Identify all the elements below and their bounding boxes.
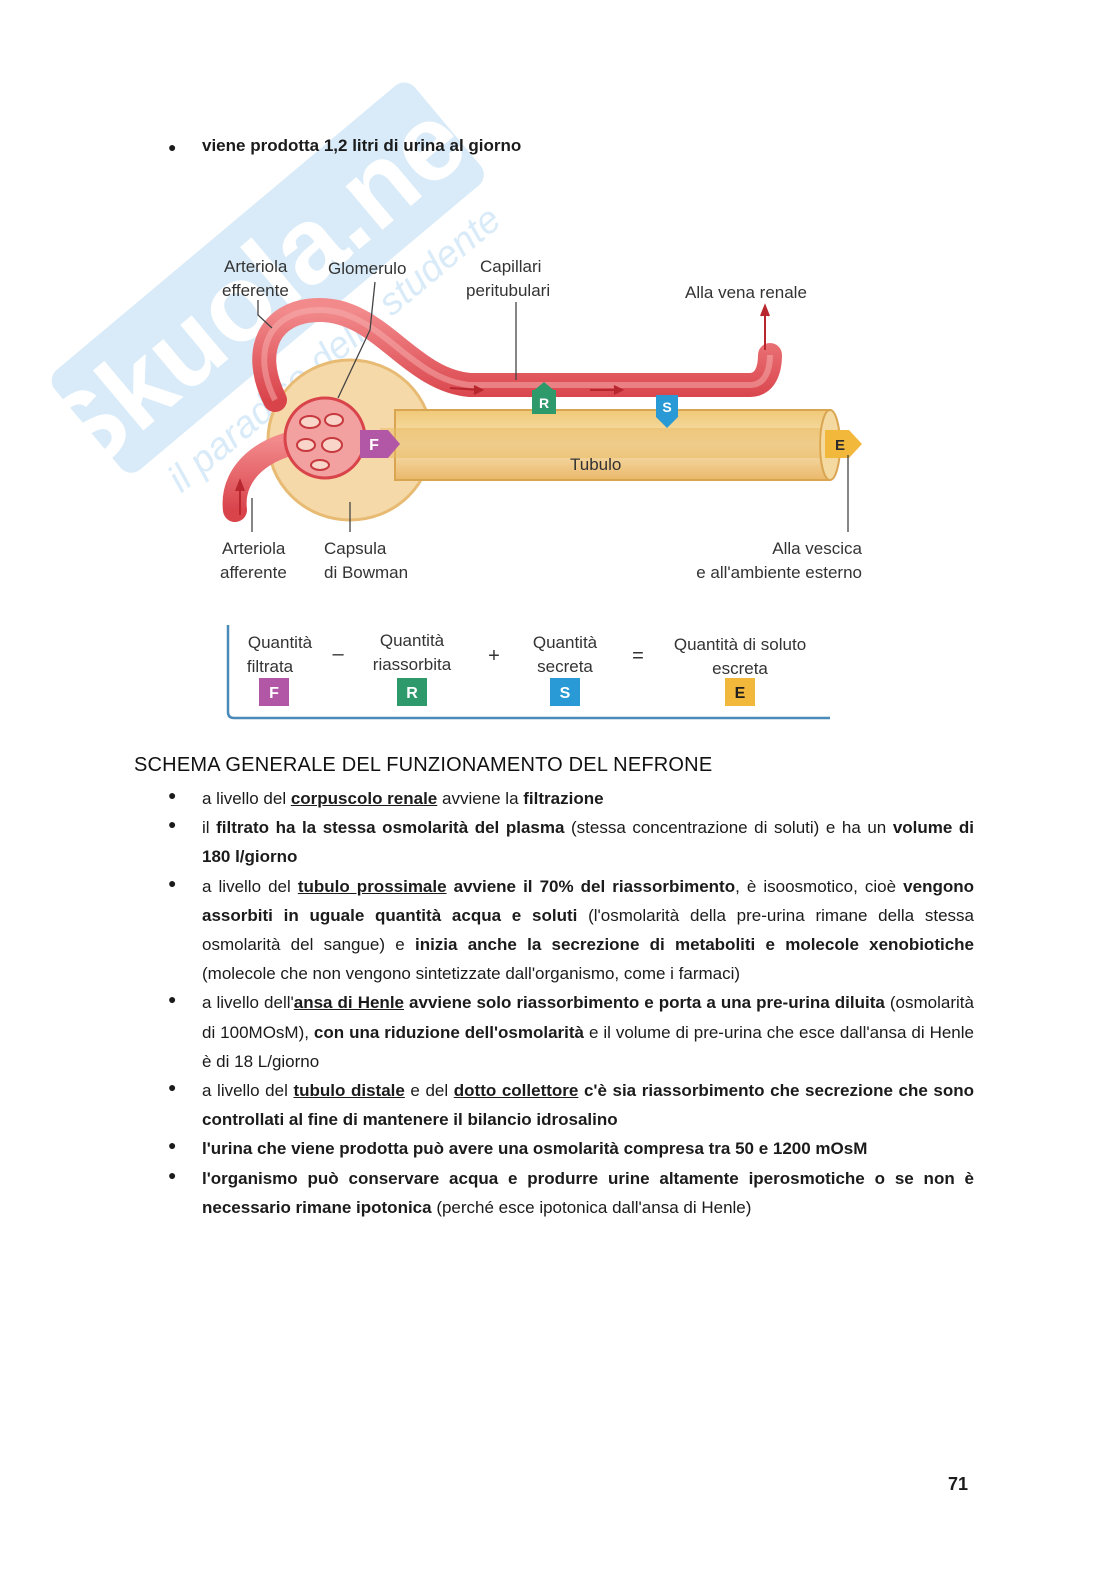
label-vescica-2: e all'ambiente esterno (696, 563, 862, 582)
section-title: SCHEMA GENERALE DEL FUNZIONAMENTO DEL NE… (134, 754, 713, 776)
svg-text:E: E (835, 437, 845, 454)
eq-secreta-1: Quantità (533, 633, 598, 652)
label-arteriola-afferente-2: afferente (220, 563, 287, 582)
eq-escreta-1: Quantità di soluto (674, 635, 806, 654)
svg-text:F: F (269, 685, 279, 702)
label-glomerulo: Glomerulo (328, 259, 406, 278)
label-capillari-2: peritubulari (466, 281, 550, 300)
list-item: ● a livello del corpuscolo renale avvien… (168, 784, 974, 813)
eq-equals: = (632, 645, 644, 667)
label-arteriola-efferente-1: Arteriola (224, 257, 288, 276)
eq-secreta-2: secreta (537, 657, 593, 676)
eq-filtrata-2: filtrata (247, 657, 294, 676)
bullet-dot: ● (168, 816, 177, 833)
list-item: ● a livello del tubulo prossimale avvien… (168, 872, 974, 989)
label-arteriola-afferente-1: Arteriola (222, 539, 286, 558)
eq-escreta-2: escreta (712, 659, 768, 678)
flow-arrows (235, 303, 770, 515)
label-capsula-2: di Bowman (324, 563, 408, 582)
svg-text:R: R (539, 395, 549, 411)
eq-minus: – (332, 643, 344, 665)
eq-badge-r: R (397, 678, 427, 706)
bullet-dot: ● (168, 1166, 177, 1183)
badge-s: S (656, 395, 678, 428)
list-item: ● a livello del tubulo distale e del dot… (168, 1076, 974, 1134)
glomerulus (283, 396, 367, 480)
nephron-bullet-list: ● a livello del corpuscolo renale avvien… (168, 784, 974, 1222)
eq-riassorbita-2: riassorbita (373, 655, 452, 674)
badge-e: E (825, 430, 862, 458)
label-capsula-1: Capsula (324, 539, 387, 558)
list-item: ● l'urina che viene prodotta può avere u… (168, 1134, 974, 1163)
label-capillari-1: Capillari (480, 257, 541, 276)
nephron-diagram: F R S E Arteriola efferente Glomerulo Ca… (220, 257, 863, 720)
eq-badge-e: E (725, 678, 755, 706)
svg-text:S: S (560, 685, 571, 702)
svg-text:S: S (662, 399, 671, 415)
intro-bullet-text: viene prodotta 1,2 litri di urina al gio… (202, 136, 522, 155)
efferent-vessel (252, 297, 782, 412)
label-vena-renale: Alla vena renale (685, 283, 807, 302)
leader-lines (251, 281, 849, 532)
page-number: 71 (948, 1474, 969, 1494)
bullet-dot: ● (168, 991, 177, 1008)
label-tubulo: Tubulo (570, 455, 621, 474)
badge-f: F (360, 430, 400, 458)
svg-text:F: F (369, 437, 379, 454)
bullet-dot: ● (168, 787, 177, 803)
label-vescica-1: Alla vescica (772, 539, 862, 558)
svg-text:R: R (406, 685, 418, 702)
list-item: ● il filtrato ha la stessa osmolarità de… (168, 813, 974, 871)
list-item: ● l'organismo può conservare acqua e pro… (168, 1164, 974, 1222)
eq-filtrata-1: Quantità (248, 633, 313, 652)
intro-bullet: ● viene prodotta 1,2 litri di urina al g… (168, 136, 521, 158)
eq-riassorbita-1: Quantità (380, 631, 445, 650)
list-item: ● a livello dell'ansa di Henle avviene s… (168, 988, 974, 1076)
bullet-dot: ● (168, 1137, 177, 1154)
bullet-dot: ● (168, 139, 177, 155)
eq-badge-s: S (550, 678, 580, 706)
svg-text:E: E (735, 685, 746, 702)
bullet-dot: ● (168, 1079, 177, 1096)
tubule (380, 409, 841, 481)
eq-plus: + (488, 645, 500, 667)
bullet-dot: ● (168, 874, 177, 891)
equation-box: Quantità filtrata – Quantità riassorbita… (226, 625, 830, 720)
label-arteriola-efferente-2: efferente (222, 281, 289, 300)
badge-r: R (532, 382, 556, 414)
eq-badge-f: F (259, 678, 289, 706)
